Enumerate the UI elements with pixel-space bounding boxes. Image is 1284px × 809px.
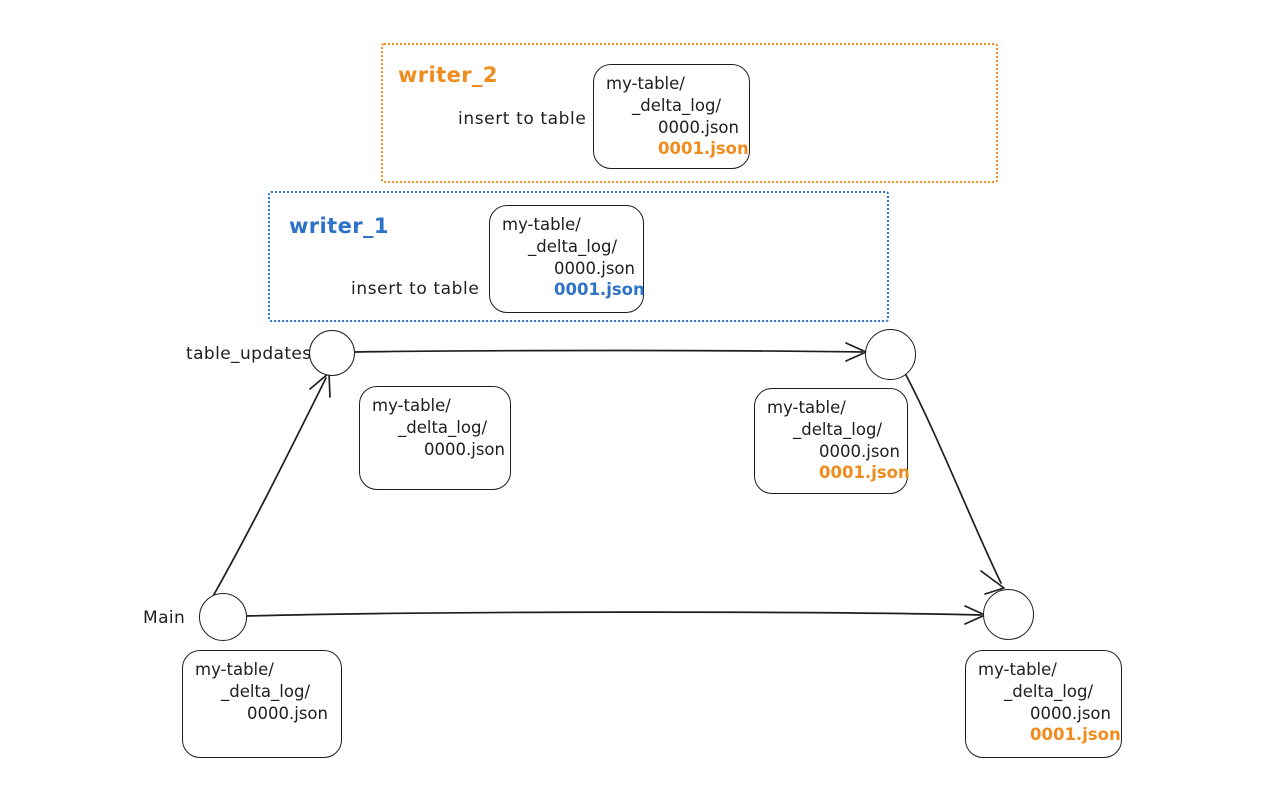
lane-writer-1-action: insert to table bbox=[351, 279, 480, 299]
branch-label-main: Main bbox=[143, 608, 186, 628]
node-main-end[interactable] bbox=[983, 589, 1034, 640]
filebox-line-new-commit: 0001.json bbox=[554, 280, 645, 300]
filebox-line: 0000.json bbox=[424, 439, 505, 459]
filebox-line-new-commit: 0001.json bbox=[658, 139, 749, 159]
filebox-line-new-commit: 0001.json bbox=[1030, 725, 1121, 745]
edge-table-updates-commit bbox=[354, 342, 867, 362]
node-table-updates-start[interactable] bbox=[309, 330, 355, 376]
lane-writer-2-title: writer_2 bbox=[398, 63, 498, 87]
filebox-line: _delta_log/ bbox=[398, 417, 488, 437]
filebox-line: my-table/ bbox=[195, 660, 274, 679]
lane-writer-2 bbox=[381, 43, 998, 183]
lane-writer-1-title: writer_1 bbox=[289, 214, 389, 238]
filebox-line: 0000.json bbox=[658, 117, 739, 137]
filebox-line: 0000.json bbox=[819, 441, 900, 461]
filebox-line: my-table/ bbox=[606, 74, 685, 93]
node-main-start[interactable] bbox=[199, 593, 247, 641]
filebox-line: _delta_log/ bbox=[632, 95, 722, 115]
filebox-line: _delta_log/ bbox=[528, 236, 618, 256]
filebox-line: my-table/ bbox=[767, 398, 846, 417]
filebox-line: 0000.json bbox=[1030, 703, 1111, 723]
filebox-line: 0000.json bbox=[554, 258, 635, 278]
filebox-line: my-table/ bbox=[978, 660, 1057, 679]
filebox-main-initial: my-table/ _delta_log/ 0000.json bbox=[182, 650, 342, 758]
node-table-updates-end[interactable] bbox=[865, 329, 916, 380]
filebox-table-updates-initial: my-table/ _delta_log/ 0000.json bbox=[359, 386, 511, 490]
filebox-line: _delta_log/ bbox=[221, 681, 311, 701]
filebox-line: _delta_log/ bbox=[1004, 681, 1094, 701]
filebox-writer1: my-table/ _delta_log/ 0000.json 0001.jso… bbox=[489, 205, 645, 313]
filebox-line: my-table/ bbox=[372, 396, 451, 415]
filebox-writer2: my-table/ _delta_log/ 0000.json 0001.jso… bbox=[593, 64, 750, 169]
filebox-line-new-commit: 0001.json bbox=[819, 463, 910, 483]
filebox-line: my-table/ bbox=[502, 215, 581, 234]
edge-main-commit bbox=[246, 605, 986, 625]
lane-writer-1 bbox=[268, 191, 889, 322]
filebox-line: 0000.json bbox=[247, 703, 328, 723]
filebox-line: _delta_log/ bbox=[793, 419, 883, 439]
lane-writer-2-action: insert to table bbox=[458, 109, 587, 129]
filebox-table-updates-merged: my-table/ _delta_log/ 0000.json 0001.jso… bbox=[754, 388, 910, 494]
filebox-main-merged: my-table/ _delta_log/ 0000.json 0001.jso… bbox=[965, 650, 1122, 758]
edge-merge-back bbox=[905, 374, 1005, 595]
branch-label-table-updates: table_updates bbox=[186, 344, 312, 364]
edge-main-branch-off bbox=[211, 372, 331, 599]
